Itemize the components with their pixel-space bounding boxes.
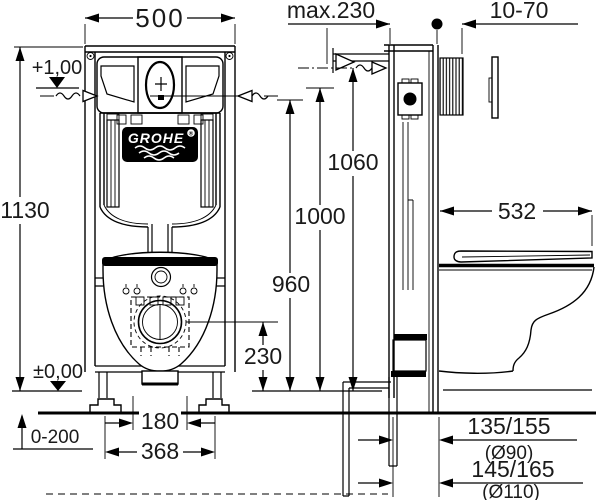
dim-label-368: 368 bbox=[141, 438, 179, 464]
dim-label-dia-110: (Ø110) bbox=[482, 482, 540, 500]
seat-bar bbox=[102, 257, 218, 266]
floor-lines bbox=[38, 389, 596, 495]
mounting-frame-side bbox=[332, 44, 439, 413]
dim-label-532: 532 bbox=[498, 198, 536, 224]
level-marker-upper: +1,00 bbox=[32, 57, 83, 89]
frame-feet bbox=[89, 398, 230, 413]
mounting-bar-upper bbox=[394, 334, 427, 340]
frame-screw-right bbox=[225, 52, 234, 60]
dim-height-chain: 960 1000 1060 bbox=[268, 68, 379, 391]
inspection-box bbox=[397, 78, 423, 120]
dim-drain-offset-90: 135/155 (Ø90) bbox=[358, 413, 577, 497]
grohe-logo: GROHE ® bbox=[122, 127, 198, 162]
flush-minus-mark bbox=[158, 95, 164, 100]
mounting-bar-lower bbox=[391, 371, 426, 377]
dim-label-dia-90: (Ø90) bbox=[485, 443, 534, 464]
dim-height-1130: 1130 bbox=[0, 46, 83, 391]
flush-plus-mark bbox=[155, 77, 167, 91]
level-marker-floor: ±0,00 bbox=[12, 361, 83, 392]
toilet-bowl-side bbox=[438, 250, 595, 374]
registered-mark-text: ® bbox=[189, 131, 194, 138]
dim-foot-adjust: 0-200 bbox=[13, 414, 93, 450]
wall-section bbox=[439, 57, 464, 116]
drain-piping bbox=[342, 334, 427, 497]
inlet-connector bbox=[150, 266, 172, 288]
cistern-front bbox=[99, 112, 221, 252]
level-triangle-icon bbox=[49, 77, 65, 88]
flush-plate-edge bbox=[488, 56, 499, 119]
dim-label-145-165: 145/165 bbox=[471, 456, 554, 482]
dim-bowl-depth-532: 532 bbox=[440, 198, 593, 246]
side-view bbox=[298, 44, 595, 497]
wall-anchor bbox=[335, 52, 356, 72]
dim-label-1000: 1000 bbox=[294, 203, 345, 229]
outlet-spigot bbox=[141, 370, 179, 385]
valve-dot bbox=[403, 92, 417, 106]
level-triangle-icon bbox=[50, 381, 66, 391]
water-level-arrows-front bbox=[40, 89, 278, 103]
flush-actuator-panel bbox=[96, 56, 224, 125]
frame-screw-left bbox=[86, 52, 95, 60]
dim-max-depth: max.230 bbox=[287, 0, 463, 64]
logo-brand-text: GROHE bbox=[128, 130, 184, 146]
dim-width-500: 500 bbox=[84, 3, 236, 44]
reference-dot bbox=[431, 18, 443, 30]
dim-label-135-155: 135/155 bbox=[467, 413, 550, 439]
level-label-upper: +1,00 bbox=[32, 57, 83, 79]
dim-drain-offset-110: 145/165 (Ø110) bbox=[358, 456, 583, 500]
fixing-bolts bbox=[122, 284, 198, 295]
dim-label-10-70: 10-70 bbox=[490, 0, 549, 23]
dim-wall-thickness: 10-70 bbox=[462, 0, 578, 29]
dim-label-1060: 1060 bbox=[327, 149, 378, 175]
dim-label-max230: max.230 bbox=[287, 0, 375, 23]
logo-waves-icon bbox=[134, 145, 186, 161]
toilet-bowl-front bbox=[102, 251, 218, 386]
dim-label-0-200: 0-200 bbox=[31, 427, 80, 448]
flush-button-oval bbox=[144, 60, 176, 110]
water-level-arrow-side bbox=[298, 61, 388, 75]
dim-drain-height-230: 230 bbox=[186, 321, 286, 391]
dim-label-960: 960 bbox=[272, 271, 310, 297]
seat-lid bbox=[453, 250, 593, 263]
dim-label-500: 500 bbox=[135, 3, 184, 33]
registered-mark-icon bbox=[187, 129, 195, 137]
dim-label-230: 230 bbox=[244, 343, 282, 369]
front-view: GROHE ® bbox=[84, 45, 236, 413]
dim-label-180: 180 bbox=[141, 408, 179, 434]
dim-label-1130: 1130 bbox=[0, 197, 49, 223]
dim-outer-368: 368 bbox=[104, 416, 216, 464]
level-label-floor: ±0,00 bbox=[33, 361, 83, 383]
dim-inner-180: 180 bbox=[105, 396, 215, 434]
